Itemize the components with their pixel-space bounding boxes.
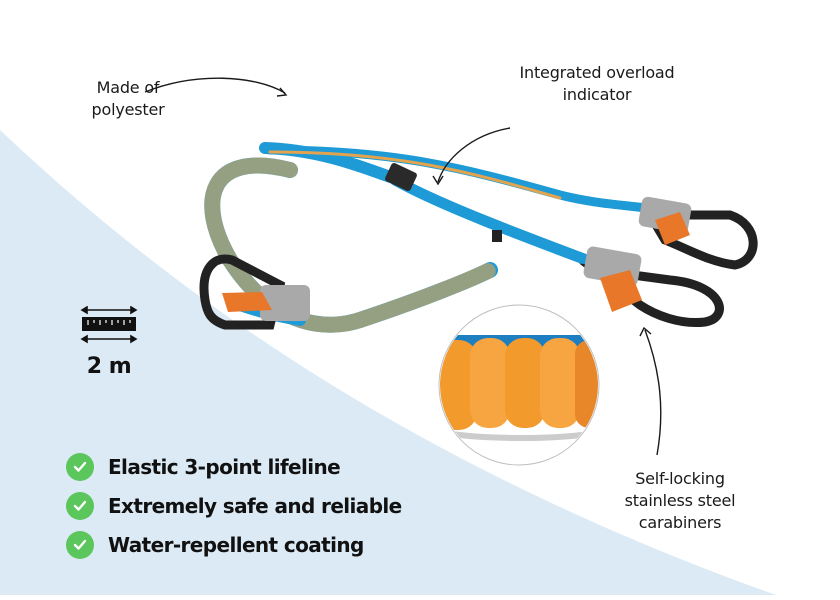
callout-indicator: Integrated overload indicator [497, 62, 697, 106]
carabiner-right-bottom [579, 246, 724, 328]
feature-list: Elastic 3-point lifeline Extremely safe … [66, 447, 402, 564]
carabiner-left [199, 254, 310, 330]
feature-text: Elastic 3-point lifeline [108, 454, 341, 479]
callout-carabiners-line3: carabiners [638, 513, 722, 532]
check-circle-icon [66, 491, 94, 520]
feature-item: Elastic 3-point lifeline [66, 447, 402, 486]
callout-material-line2: polyester [91, 100, 165, 119]
check-circle-icon [66, 530, 94, 559]
callout-carabiners: Self-locking stainless steel carabiners [600, 468, 760, 534]
callout-material: Made of polyester [78, 77, 178, 121]
feature-text: Extremely safe and reliable [108, 493, 402, 518]
callout-indicator-line1: Integrated overload [519, 63, 675, 82]
callout-indicator-line2: indicator [562, 85, 632, 104]
length-value: 2 m [86, 354, 132, 379]
callout-carabiners-line2: stainless steel [624, 491, 736, 510]
webbing-detail-circle [438, 304, 600, 466]
length-spec: 2 m [76, 305, 142, 379]
check-circle-icon [66, 452, 94, 481]
carabiner-right-top [638, 196, 758, 270]
feature-item: Extremely safe and reliable [66, 486, 402, 525]
feature-item: Water-repellent coating [66, 525, 402, 564]
callout-arrows [144, 77, 662, 456]
callout-carabiners-line1: Self-locking [635, 469, 725, 488]
feature-text: Water-repellent coating [108, 532, 364, 557]
callout-material-line1: Made of [96, 78, 160, 97]
background-blue-sweep [0, 130, 790, 600]
ruler-with-arrows-icon [80, 305, 138, 344]
